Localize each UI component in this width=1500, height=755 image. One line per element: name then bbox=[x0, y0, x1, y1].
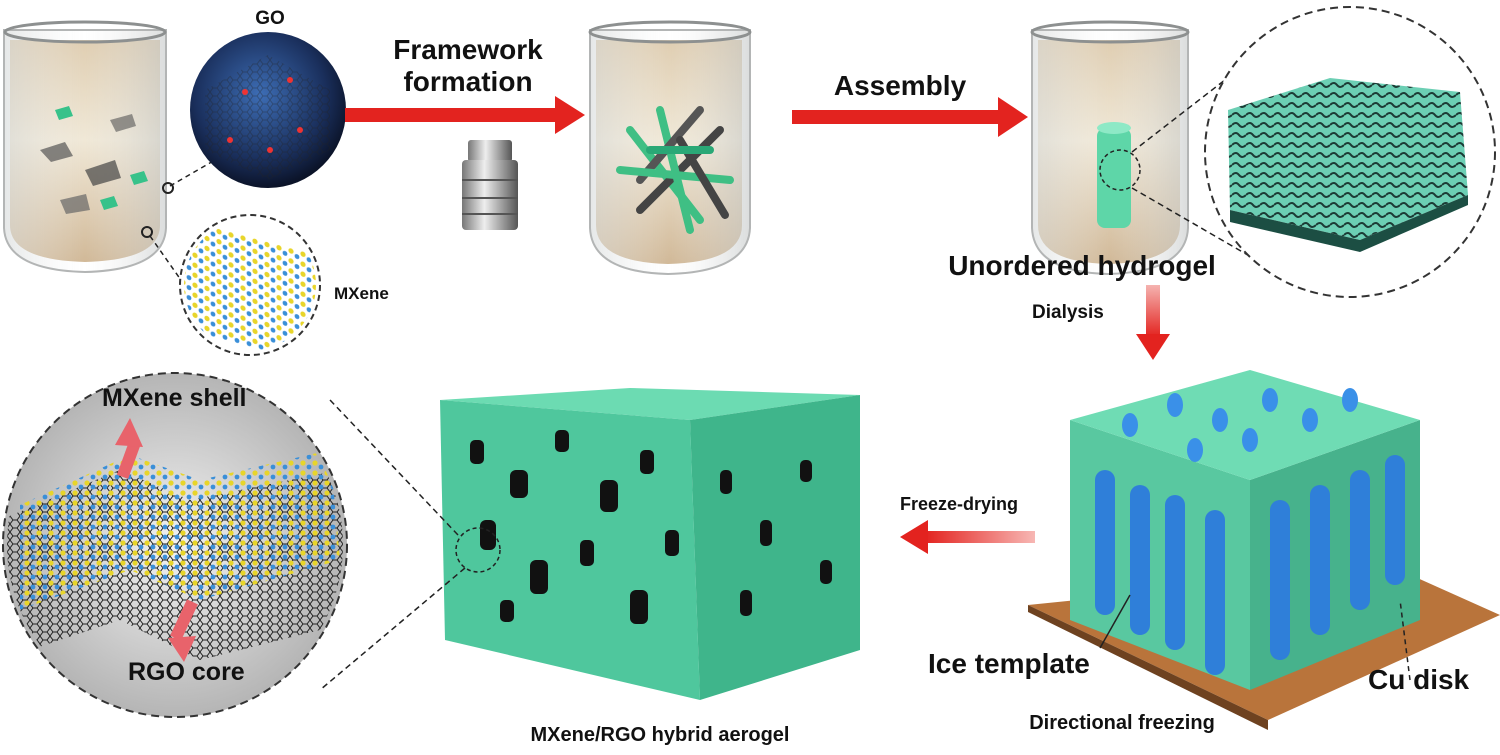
arrow-framework-formation bbox=[345, 96, 585, 134]
core-arrow bbox=[168, 599, 198, 662]
label-freeze-drying: Freeze-drying bbox=[900, 494, 1019, 514]
arrow-assembly bbox=[792, 97, 1028, 137]
core-shell-magnifier-circle bbox=[2, 372, 348, 718]
label-dialysis: Dialysis bbox=[1032, 302, 1104, 323]
label-assembly: Assembly bbox=[833, 70, 967, 101]
hydrogel-magnifier-circle bbox=[1204, 6, 1496, 298]
directional-freezing-block bbox=[1028, 370, 1500, 730]
label-mxene: MXene bbox=[334, 284, 389, 303]
beaker-icon bbox=[3, 20, 167, 274]
arrow-dialysis bbox=[1136, 285, 1170, 360]
go-sphere bbox=[190, 32, 346, 188]
label-mxene-shell: MXene shell bbox=[102, 384, 247, 412]
label-go: GO bbox=[255, 8, 285, 29]
beaker-icon bbox=[1030, 20, 1190, 276]
label-ice-template: Ice template bbox=[928, 648, 1090, 679]
label-hybrid-aerogel: MXene/RGO hybrid aerogel bbox=[530, 724, 790, 746]
aerogel-block bbox=[440, 388, 860, 700]
autoclave-icon bbox=[462, 140, 518, 230]
label-framework-formation: Framework formation bbox=[393, 34, 543, 97]
arrow-freeze-drying bbox=[900, 520, 1035, 554]
label-rgo-core: RGO core bbox=[128, 658, 245, 686]
label-unordered-hydrogel: Unordered hydrogel bbox=[948, 250, 1216, 281]
shell-arrow bbox=[115, 418, 143, 479]
label-directional-freezing: Directional freezing bbox=[1029, 712, 1215, 734]
mxene-inset-circle bbox=[179, 214, 321, 356]
label-cu-disk: Cu disk bbox=[1368, 664, 1470, 695]
beaker-icon bbox=[588, 20, 752, 276]
